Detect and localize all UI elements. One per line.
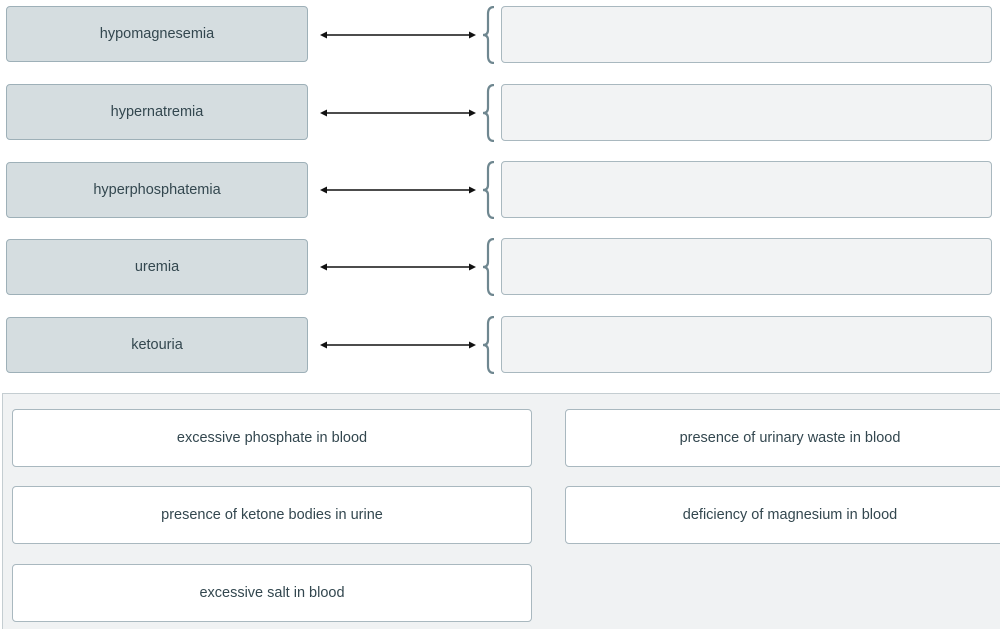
term-hypomagnesemia: hypomagnesemia — [6, 6, 308, 62]
drop-target-5[interactable] — [501, 316, 992, 373]
choice-magnesium-deficiency[interactable]: deficiency of magnesium in blood — [565, 486, 1000, 544]
drop-target-2[interactable] — [501, 84, 992, 141]
drop-target-1[interactable] — [501, 6, 992, 63]
term-ketouria: ketouria — [6, 317, 308, 373]
term-hypernatremia: hypernatremia — [6, 84, 308, 140]
curly-brace-icon — [482, 83, 496, 143]
choice-excessive-salt[interactable]: excessive salt in blood — [12, 564, 532, 622]
term-hyperphosphatemia: hyperphosphatemia — [6, 162, 308, 218]
curly-brace-icon — [482, 315, 496, 375]
drop-target-4[interactable] — [501, 238, 992, 295]
double-headed-arrow-icon — [320, 262, 476, 272]
double-headed-arrow-icon — [320, 340, 476, 350]
curly-brace-icon — [482, 160, 496, 220]
double-headed-arrow-icon — [320, 108, 476, 118]
curly-brace-icon — [482, 237, 496, 297]
choice-ketone-bodies[interactable]: presence of ketone bodies in urine — [12, 486, 532, 544]
term-uremia: uremia — [6, 239, 308, 295]
curly-brace-icon — [482, 5, 496, 65]
double-headed-arrow-icon — [320, 185, 476, 195]
double-headed-arrow-icon — [320, 30, 476, 40]
drop-target-3[interactable] — [501, 161, 992, 218]
choice-urinary-waste[interactable]: presence of urinary waste in blood — [565, 409, 1000, 467]
choice-excessive-phosphate[interactable]: excessive phosphate in blood — [12, 409, 532, 467]
